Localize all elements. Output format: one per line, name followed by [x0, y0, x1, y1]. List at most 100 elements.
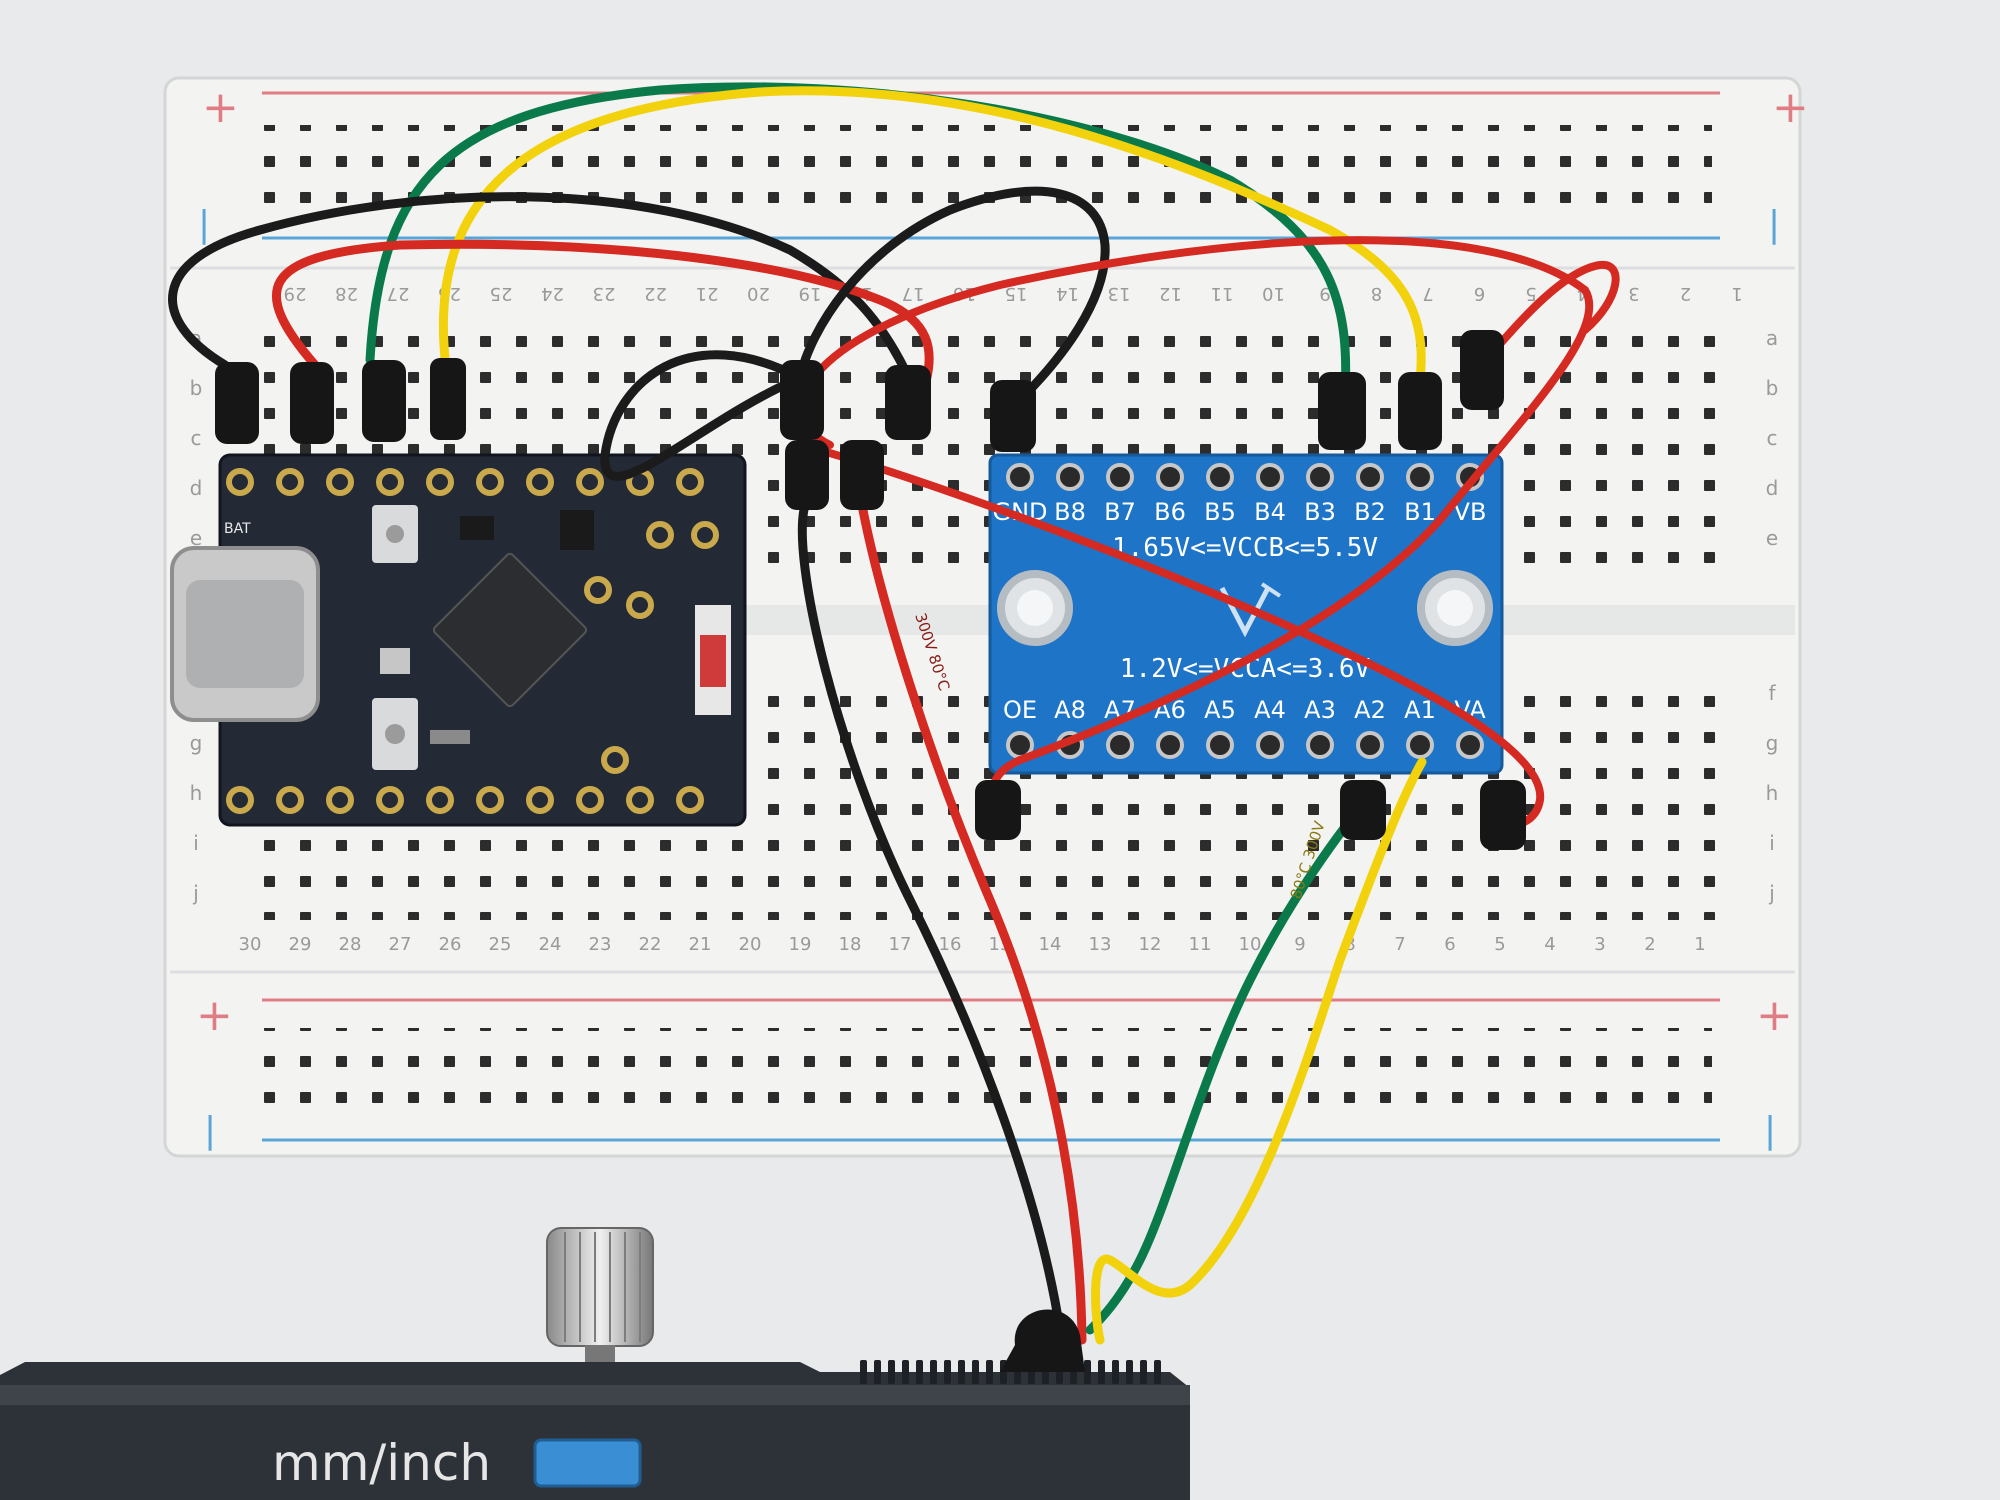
rail-plus-label: + — [1772, 82, 1809, 133]
rail-minus-label: | — [198, 204, 210, 245]
column-number: 11 — [1189, 934, 1212, 955]
rail-minus-label: | — [1764, 1110, 1776, 1151]
usb-c-port-icon — [186, 580, 304, 688]
column-number: 1 — [1694, 934, 1705, 955]
mm-inch-button[interactable] — [533, 1438, 642, 1488]
column-number: 12 — [1139, 934, 1162, 955]
column-number: 7 — [1394, 934, 1405, 955]
column-number: 9 — [1294, 934, 1305, 955]
column-number: 11 — [1211, 283, 1234, 304]
row-letter: c — [1767, 426, 1778, 450]
rail-minus-label: | — [204, 1110, 216, 1151]
column-number: 28 — [339, 934, 362, 955]
column-number: 25 — [490, 283, 513, 304]
column-number: 19 — [799, 283, 822, 304]
rail-minus-label: | — [1768, 204, 1780, 245]
rail-plus-label: + — [202, 82, 239, 133]
row-letter: f — [1768, 681, 1776, 705]
red-wire-crossing-1 — [797, 236, 1594, 819]
column-number: 13 — [1108, 283, 1131, 304]
column-number: 10 — [1239, 934, 1262, 955]
column-number: 15 — [1005, 283, 1028, 304]
yellow-wire-top — [438, 86, 1426, 400]
column-number: 27 — [389, 934, 412, 955]
pin-label: A2 — [1354, 696, 1386, 724]
pin-label: A5 — [1204, 696, 1236, 724]
column-number: 9 — [1319, 283, 1330, 304]
column-number: 20 — [747, 283, 770, 304]
column-number: 3 — [1594, 934, 1605, 955]
mcu-chip — [432, 552, 588, 708]
column-number: 8 — [1371, 283, 1382, 304]
top-power-rail: + + | | — [198, 82, 1809, 245]
column-number: 23 — [593, 283, 616, 304]
digital-caliper: mm/inch — [0, 1227, 1190, 1500]
column-number: 7 — [1422, 283, 1433, 304]
red-wire-down — [857, 500, 1087, 1345]
row-letter: j — [1768, 881, 1775, 905]
row-letter: b — [190, 376, 203, 400]
row-letter: i — [193, 831, 199, 855]
pin-label: B3 — [1304, 498, 1336, 526]
wire-connectors — [215, 330, 1526, 850]
row-letter: e — [1766, 526, 1778, 550]
column-number: 13 — [1089, 934, 1112, 955]
column-number: 12 — [1159, 283, 1182, 304]
column-number: 2 — [1644, 934, 1655, 955]
column-number: 25 — [489, 934, 512, 955]
column-number: 16 — [939, 934, 962, 955]
column-number: 6 — [1474, 283, 1485, 304]
red-wire-right-short — [1484, 260, 1620, 362]
pin-label: B7 — [1104, 498, 1136, 526]
column-number: 20 — [739, 934, 762, 955]
rail-plus-label: + — [1756, 990, 1793, 1041]
row-letter: h — [190, 781, 203, 805]
pin-label: OE — [1003, 696, 1037, 724]
jumper-wires — [168, 82, 1620, 1345]
pin-label: B8 — [1054, 498, 1086, 526]
column-number: 23 — [589, 934, 612, 955]
row-letter: b — [1766, 376, 1779, 400]
vccb-range-label: 1.65V<=VCCB<=5.5V — [1112, 533, 1378, 563]
microcontroller-board: BAT — [170, 453, 747, 827]
row-letter: i — [1769, 831, 1775, 855]
column-number: 1 — [1731, 283, 1742, 304]
row-letter: h — [1766, 781, 1779, 805]
column-number: 22 — [639, 934, 662, 955]
row-letter: d — [1766, 476, 1779, 500]
pin-label: B4 — [1254, 498, 1286, 526]
column-number: 14 — [1056, 283, 1079, 304]
column-number: 10 — [1262, 283, 1285, 304]
column-number: 26 — [439, 934, 462, 955]
pin-label: A1 — [1404, 696, 1436, 724]
column-number: 19 — [789, 934, 812, 955]
column-number: 18 — [839, 934, 862, 955]
row-letter: g — [1766, 731, 1779, 755]
black-wire-loop — [600, 186, 1110, 481]
column-number: 6 — [1444, 934, 1455, 955]
cable-grommet — [1000, 1309, 1085, 1372]
row-letter: d — [190, 476, 203, 500]
column-number: 5 — [1525, 283, 1536, 304]
column-number: 22 — [644, 283, 667, 304]
column-number: 29 — [284, 283, 307, 304]
pin-label: B1 — [1404, 498, 1436, 526]
rail-plus-label: + — [196, 990, 233, 1041]
thumb-screw — [546, 1227, 654, 1347]
column-number: 14 — [1039, 934, 1062, 955]
rgb-led-strip — [700, 635, 726, 687]
green-wire-down — [1085, 785, 1380, 1335]
pin-label: A8 — [1054, 696, 1086, 724]
red-wire-crossing-2 — [796, 441, 1545, 829]
yellow-wire-down — [1091, 757, 1427, 1345]
column-number: 27 — [387, 283, 410, 304]
row-letter: c — [191, 426, 202, 450]
row-letter: e — [190, 526, 202, 550]
column-number: 28 — [335, 283, 358, 304]
column-number: 17 — [902, 283, 925, 304]
mm-inch-button-label: mm/inch — [272, 1434, 491, 1492]
column-number: 3 — [1628, 283, 1639, 304]
